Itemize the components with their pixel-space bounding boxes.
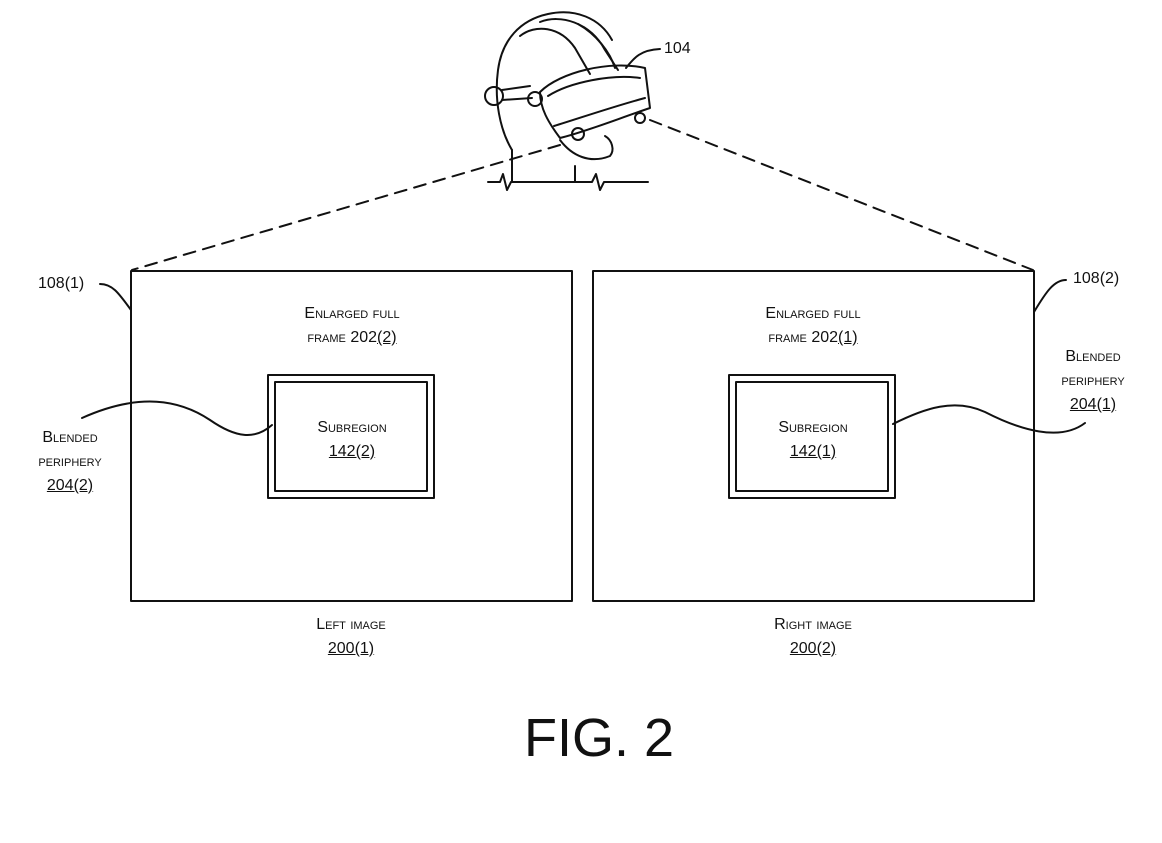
left-image-caption: Left image 200(1) [271, 613, 431, 661]
left-periphery-label-num: 204(2) [46, 477, 94, 494]
headset-ref-label: 104 [664, 40, 691, 57]
right-subregion-inner [735, 381, 889, 492]
left-periphery-label-line1: Blended [42, 429, 98, 446]
left-frame-label-line1: Enlarged full [304, 305, 400, 322]
left-subregion-outer [267, 374, 435, 499]
right-frame-label-text: frame 202 [768, 329, 839, 346]
right-subregion-label-num: 142(1) [789, 443, 837, 460]
right-subregion-outer [728, 374, 896, 499]
figure-label: FIG. 2 [524, 708, 675, 768]
left-subregion-inner [274, 381, 428, 492]
left-frame-label-num: (2) [377, 329, 397, 346]
right-periphery-label: Blended periphery 204(1) [1041, 345, 1145, 417]
projection-line-right [649, 119, 1034, 271]
left-image-caption-num: 200(1) [327, 640, 375, 657]
right-image-frame [592, 270, 1035, 602]
projection-line-left [131, 144, 561, 271]
left-display-ref-label: 108(1) [38, 275, 85, 292]
leader-204-2 [81, 400, 273, 437]
right-display-ref-label: 108(2) [1073, 270, 1120, 287]
right-frame-label-line1: Enlarged full [765, 305, 861, 322]
left-subregion-label-num: 142(2) [328, 443, 376, 460]
left-periphery-label: Blended periphery 204(2) [18, 426, 122, 498]
left-periphery-label-line2: periphery [38, 453, 102, 470]
right-periphery-label-num: 204(1) [1069, 396, 1117, 413]
left-frame-label-text: frame 202 [307, 329, 378, 346]
right-frame-label: Enlarged full frame 202(1) [733, 302, 893, 350]
leader-108-2 [1033, 279, 1067, 313]
right-image-caption-num: 200(2) [789, 640, 837, 657]
leader-104 [625, 48, 661, 69]
left-image-frame [130, 270, 573, 602]
vr-headset-icon [484, 11, 651, 191]
left-subregion-label: Subregion 142(2) [282, 416, 422, 464]
right-periphery-label-line1: Blended [1065, 348, 1121, 365]
right-frame-label-num: (1) [838, 329, 858, 346]
leader-108-1 [99, 283, 132, 311]
right-periphery-label-line2: periphery [1061, 372, 1125, 389]
right-image-caption: Right image 200(2) [733, 613, 893, 661]
left-image-caption-text: Left image [316, 616, 386, 633]
right-subregion-label-text: Subregion [778, 419, 848, 436]
left-frame-label-line2: frame 202(2) [272, 326, 432, 350]
left-subregion-label-text: Subregion [317, 419, 387, 436]
right-frame-label-line2: frame 202(1) [733, 326, 893, 350]
leader-204-1 [892, 404, 1086, 434]
right-subregion-label: Subregion 142(1) [743, 416, 883, 464]
left-frame-label: Enlarged full frame 202(2) [272, 302, 432, 350]
right-image-caption-text: Right image [774, 616, 852, 633]
